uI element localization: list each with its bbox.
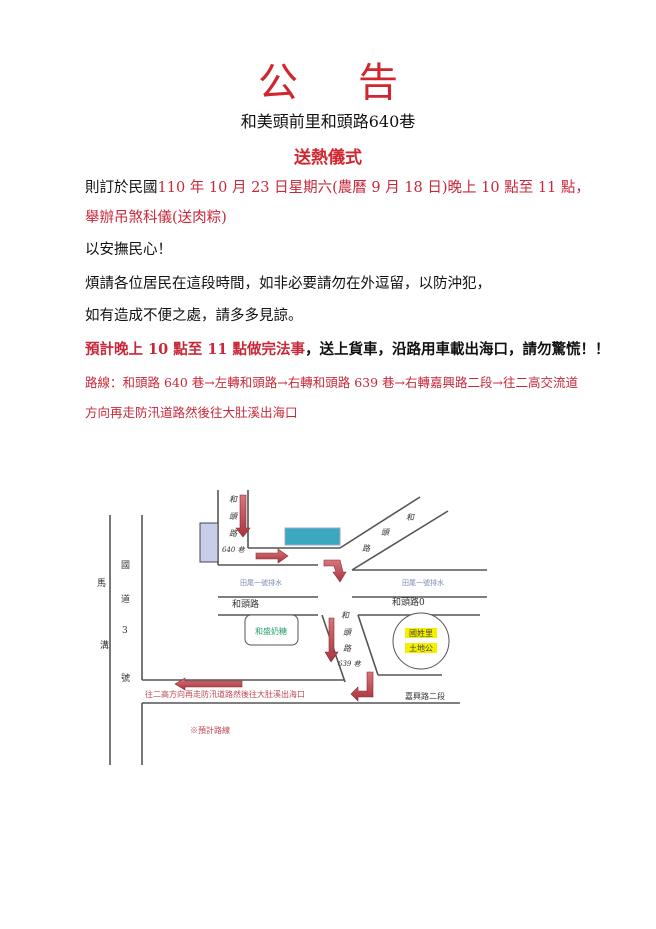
lane640-char: 和 bbox=[229, 495, 238, 504]
temple-label-2: 土地公 bbox=[409, 643, 433, 653]
lane639-char: 路 bbox=[343, 644, 352, 653]
body-line-5: 如有造成不便之處，請多多見諒。 bbox=[85, 308, 303, 324]
road-label-left: 和頭路 bbox=[232, 598, 259, 610]
lane640-label: 和 頭 路 640 巷 bbox=[222, 495, 246, 554]
body-line-4: 煩請各位居民在這段時間，如非必要請勿在外逗留，以防沖犯， bbox=[85, 276, 491, 292]
body-line-8: 方向再走防汛道路然後往大肚溪出海口 bbox=[85, 405, 298, 420]
temple-label-1: 國姓里 bbox=[409, 628, 433, 638]
arrow-turn-icon bbox=[323, 559, 347, 583]
line1-prefix: 則訂於民國 bbox=[85, 180, 158, 196]
shop-label: 和盛奶糖 bbox=[255, 626, 287, 636]
route-arrows bbox=[174, 494, 374, 702]
lane640-char: 頭 bbox=[229, 512, 239, 521]
arrow-left-icon bbox=[174, 677, 243, 691]
shop-box bbox=[244, 614, 299, 646]
diag-road-label: 和 頭 路 bbox=[362, 513, 415, 553]
lane639-char: 頭 bbox=[343, 628, 353, 637]
highway-char: 號 bbox=[121, 672, 130, 684]
road-label-bottom: 嘉興路二段 bbox=[405, 691, 445, 701]
lane639-label: 和 頭 路 639 巷 bbox=[338, 611, 362, 668]
highway-label: 國 道 3 號 馬 溝 bbox=[97, 560, 130, 684]
line1-date: 110 年 10 月 23 日星期六(農曆 9 月 18 日)晚上 10 點至 … bbox=[157, 180, 590, 196]
lane639-char: 和 bbox=[341, 611, 350, 620]
lane640-char: 640 巷 bbox=[222, 546, 246, 554]
diag-char: 路 bbox=[362, 544, 371, 553]
page-title: 公告 bbox=[258, 60, 458, 106]
diag-char: 和 bbox=[406, 513, 415, 522]
arrow-turn-left-icon bbox=[350, 671, 374, 702]
arrow-down-icon bbox=[235, 494, 251, 538]
route-note: 往二高方向再走防汛道路然後往大肚溪出海口 bbox=[145, 689, 305, 699]
body-line-3: 以安撫民心！ bbox=[85, 242, 172, 258]
highway-char: 3 bbox=[122, 626, 128, 636]
arrow-down-icon bbox=[324, 617, 339, 663]
body-line-6: 預計晚上 10 點至 11 點做完法事，送上貨車，沿路用車載出海口，請勿驚慌！！ bbox=[85, 338, 610, 359]
lane640-char: 路 bbox=[229, 529, 238, 538]
diag-char: 頭 bbox=[381, 528, 391, 537]
temple-highlight bbox=[405, 643, 437, 653]
subtitle: 和美頭前里和頭路640巷 bbox=[240, 112, 416, 131]
temple-highlight bbox=[405, 628, 437, 638]
route-legend: ※預計路線 bbox=[190, 725, 230, 735]
line6-time: 預計晚上 10 點至 11 點做完法事 bbox=[85, 341, 306, 358]
line6-rest: ，送上貨車，沿路用車載出海口，請勿驚慌！！ bbox=[305, 341, 610, 358]
left-char: 溝 bbox=[100, 639, 109, 651]
road-label-right: 和頭路0 bbox=[392, 596, 425, 608]
body-line-7: 路線：和頭路 640 巷→左轉和頭路→右轉和頭路 639 巷→右轉嘉興路二段→往… bbox=[85, 375, 579, 390]
highway-char: 國 bbox=[121, 560, 130, 571]
lane639-char: 639 巷 bbox=[338, 660, 362, 668]
temple-circle bbox=[392, 612, 450, 670]
left-building-box bbox=[199, 522, 219, 563]
drain-label-left: 田尾一號排水 bbox=[240, 578, 282, 587]
body-line-2: 舉辦吊煞科儀(送肉粽) bbox=[85, 210, 227, 226]
left-char: 馬 bbox=[97, 578, 106, 589]
body-line-1: 則訂於民國110 年 10 月 23 日星期六(農曆 9 月 18 日)晚上 1… bbox=[85, 176, 590, 197]
ceremony-heading: 送熱儀式 bbox=[294, 148, 362, 168]
teal-building-box bbox=[284, 527, 341, 546]
arrow-right-icon bbox=[255, 548, 289, 564]
highway-char: 道 bbox=[121, 593, 130, 605]
road-lines bbox=[109, 490, 487, 765]
drain-label-right: 田尾一號排水 bbox=[402, 578, 444, 587]
